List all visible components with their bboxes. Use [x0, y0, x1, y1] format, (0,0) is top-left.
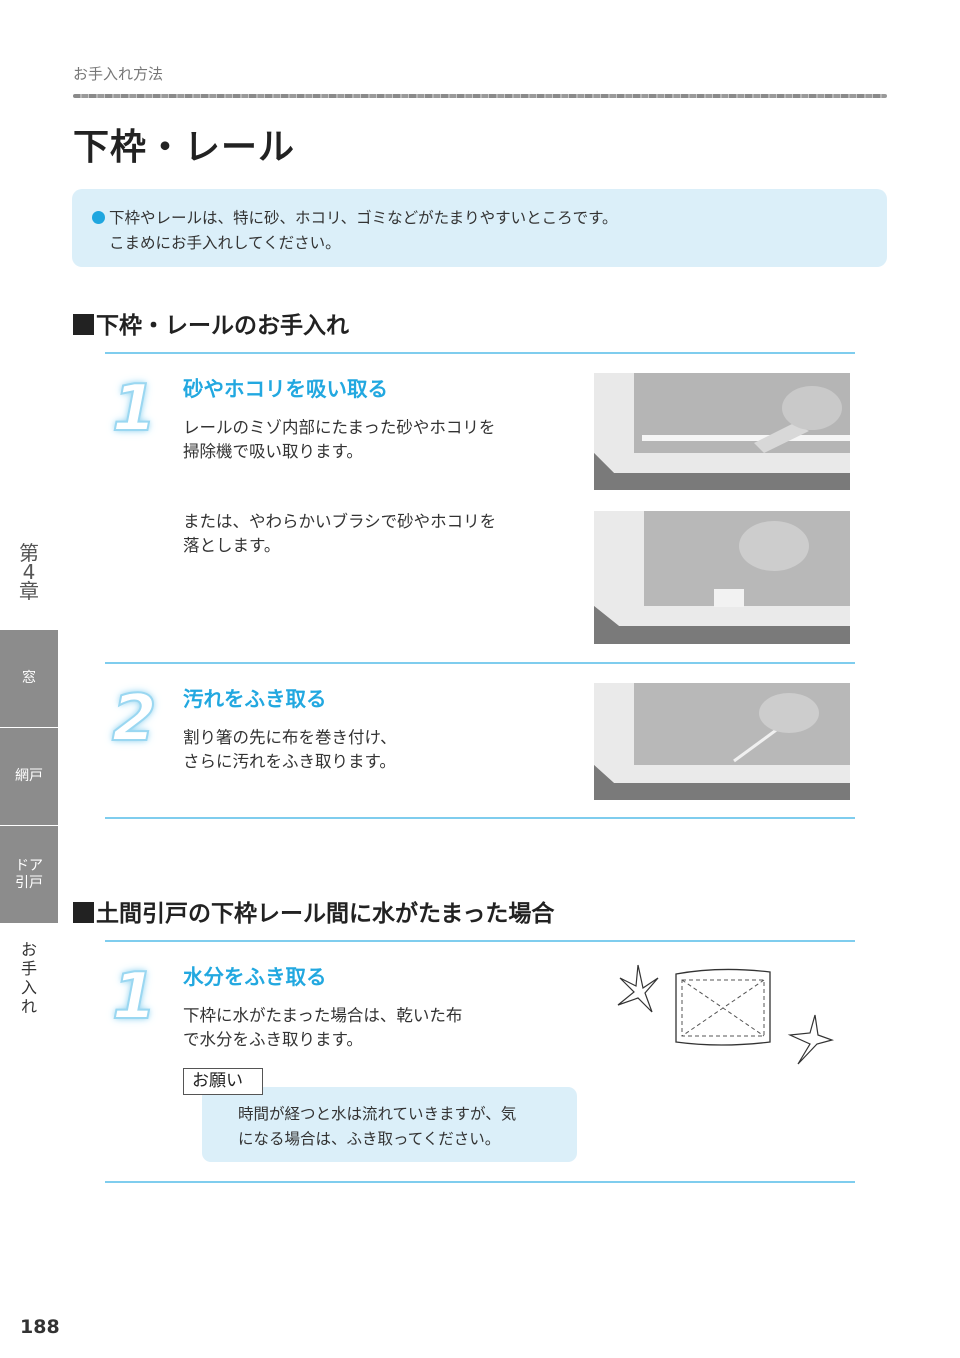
page-number: 188	[20, 1316, 60, 1338]
step-number: 2	[111, 681, 158, 757]
bullet-icon	[92, 211, 105, 224]
chapter-label: 第 4 章	[19, 541, 39, 603]
page-title: 下枠・レール	[73, 127, 296, 168]
photo-brush	[594, 511, 850, 644]
step-number: 1	[111, 371, 158, 447]
intro-line-1: 下枠やレールは、特に砂、ホコリ、ゴミなどがたまりやすいところです。	[92, 206, 867, 231]
notice-box: 時間が経つと水は流れていきますが、気 になる場合は、ふき取ってください。	[202, 1087, 577, 1162]
section-title-rail-care: 下枠・レールのお手入れ	[73, 306, 349, 340]
tab-window[interactable]: 窓	[0, 630, 58, 727]
step-title: 砂やホコリを吸い取る	[183, 377, 388, 401]
notice-label: お願い	[183, 1068, 263, 1095]
header-divider	[73, 94, 887, 98]
sparkle-icon	[787, 1014, 835, 1065]
intro-line-2: こまめにお手入れしてください。	[109, 234, 341, 252]
sparkle-icon	[617, 964, 659, 1013]
cloth-illustration	[617, 964, 835, 1065]
step-text: レールのミゾ内部にたまった砂やホコリを 掃除機で吸い取ります。	[183, 418, 496, 461]
section-end-rule	[105, 1181, 855, 1183]
breadcrumb: お手入れ方法	[73, 65, 164, 83]
step-number: 1	[111, 959, 158, 1035]
photo-vacuum	[594, 373, 850, 490]
section-title-water: 土間引戸の下枠レール間に水がたまった場合	[73, 894, 554, 928]
section-rule	[105, 352, 855, 354]
tab-care[interactable]: お 手 入 れ	[0, 924, 58, 1034]
square-bullet-icon	[73, 902, 94, 923]
step-divider	[105, 662, 855, 664]
square-bullet-icon	[73, 314, 94, 335]
step-text-alt: または、やわらかいブラシで砂やホコリを 落とします。	[183, 512, 497, 555]
step-title: 水分をふき取る	[183, 965, 327, 989]
step-title: 汚れをふき取る	[183, 687, 327, 711]
intro-box: 下枠やレールは、特に砂、ホコリ、ゴミなどがたまりやすいところです。 こまめにお手…	[72, 189, 887, 267]
section-rule	[105, 940, 855, 942]
step-text: 割り箸の先に布を巻き付け、 さらに汚れをふき取ります。	[183, 728, 397, 771]
photo-chopstick-cloth	[594, 683, 850, 800]
step-text: 下枠に水がたまった場合は、乾いた布 で水分をふき取ります。	[183, 1006, 463, 1049]
section-end-rule	[105, 817, 855, 819]
tab-door-sliding[interactable]: ドア 引戸	[0, 826, 58, 923]
tab-screen-door[interactable]: 網戸	[0, 728, 58, 825]
